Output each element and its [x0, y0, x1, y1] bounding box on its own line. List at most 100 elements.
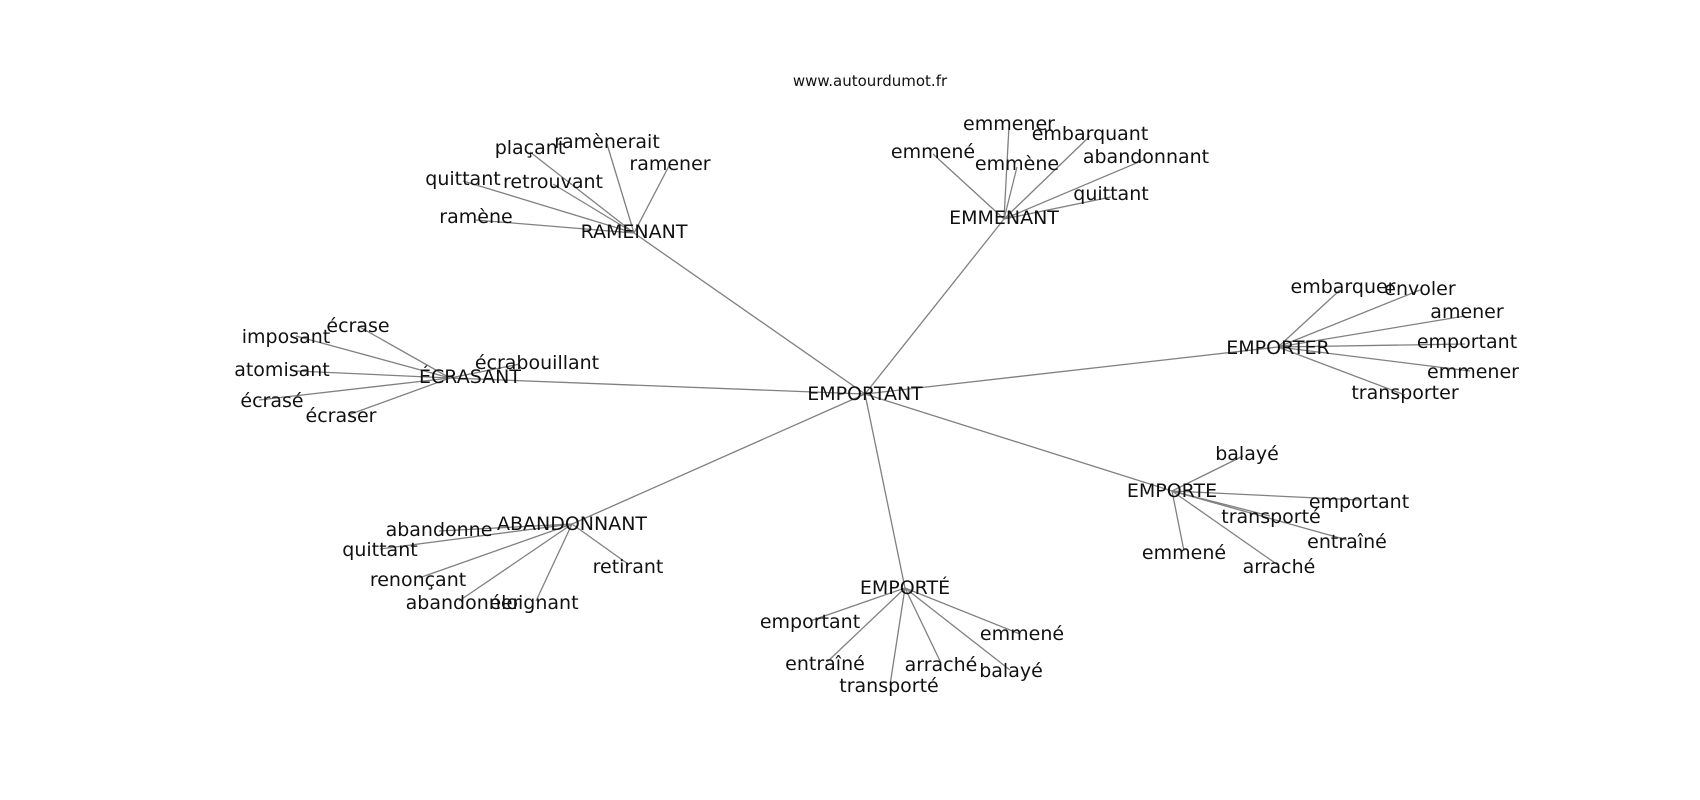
edge-hub-to-leaf — [552, 183, 635, 234]
site-title: www.autourdumot.fr — [792, 72, 948, 90]
edge-center-to-hub — [864, 393, 906, 589]
edge-hub-to-leaf — [1277, 346, 1406, 396]
leaf-node-label[interactable]: amener — [1430, 301, 1504, 323]
leaf-node-label[interactable]: éloignant — [489, 592, 578, 614]
leaf-node-label[interactable]: embarquant — [1032, 123, 1149, 145]
leaf-node-label[interactable]: emmené — [1142, 542, 1226, 564]
edge-hub-to-leaf — [1171, 490, 1279, 566]
edge-hub-to-leaf — [357, 325, 451, 379]
hub-node-label[interactable]: EMPORTER — [1226, 337, 1329, 359]
edge-center-to-hub — [571, 393, 866, 525]
edge-hub-to-leaf — [1277, 343, 1466, 348]
leaf-node-label[interactable]: écraser — [306, 405, 377, 427]
edge-hub-to-leaf — [1171, 490, 1348, 541]
leaf-node-label[interactable]: emmené — [980, 623, 1064, 645]
leaf-node-label[interactable]: plaçant — [495, 137, 566, 159]
edge-hub-to-leaf — [809, 587, 906, 622]
edge-hub-to-leaf — [258, 377, 451, 401]
edge-hub-to-leaf — [475, 219, 635, 234]
leaf-node-label[interactable]: quittant — [342, 539, 417, 561]
hub-node-label[interactable]: ÉCRASANT — [419, 365, 521, 388]
center-node-label[interactable]: EMPORTANT — [807, 383, 923, 405]
leaf-node-label[interactable]: envoler — [1384, 278, 1456, 300]
edge-hub-to-leaf — [379, 523, 573, 550]
edge-hub-to-leaf — [458, 523, 573, 602]
leaf-node-label[interactable]: quittant — [425, 168, 500, 190]
edge-center-to-hub — [864, 346, 1279, 395]
leaf-node-label[interactable]: emmener — [1427, 361, 1519, 383]
leaf-node-label[interactable]: emportant — [1309, 491, 1409, 513]
edge-hub-to-leaf — [1277, 346, 1471, 372]
leaf-node-label[interactable]: ramène — [439, 206, 512, 228]
edge-center-to-hub — [449, 377, 866, 395]
hub-node-label[interactable]: EMPORTÉ — [860, 576, 950, 599]
edge-hub-to-leaf — [826, 587, 906, 663]
edge-hub-to-leaf — [1003, 158, 1147, 220]
edge-hub-to-leaf — [1003, 196, 1112, 220]
edge-hub-to-leaf — [1003, 166, 1018, 220]
leaf-node-label[interactable]: arraché — [905, 654, 978, 676]
edge-hub-to-leaf — [1171, 455, 1244, 492]
hub-node-label[interactable]: ABANDONNANT — [497, 513, 647, 535]
edge-hub-to-leaf — [449, 363, 521, 379]
leaf-node-label[interactable]: embarquer — [1291, 276, 1396, 298]
edge-hub-to-leaf — [295, 335, 451, 379]
leaf-node-label[interactable]: renonçant — [370, 569, 466, 591]
edge-hub-to-leaf — [1003, 135, 1091, 220]
leaf-node-label[interactable]: balayé — [979, 660, 1043, 682]
leaf-node-label[interactable]: transporter — [1351, 382, 1458, 404]
edge-hub-to-leaf — [1277, 315, 1466, 348]
leaf-node-label[interactable]: atomisant — [234, 359, 330, 381]
leaf-node-label[interactable]: balayé — [1215, 443, 1279, 465]
edge-hub-to-leaf — [1277, 289, 1421, 348]
leaf-node-label[interactable]: abandonnant — [1083, 146, 1209, 168]
edge-center-to-hub — [633, 232, 866, 395]
leaf-node-label[interactable]: entraîné — [1307, 531, 1387, 553]
edge-hub-to-leaf — [535, 523, 573, 602]
leaf-node-label[interactable]: imposant — [242, 326, 331, 348]
leaf-node-label[interactable]: arraché — [1243, 556, 1316, 578]
edge-hub-to-leaf — [529, 151, 635, 234]
leaf-node-label[interactable]: retrouvant — [503, 171, 603, 193]
edge-hub-to-leaf — [571, 523, 629, 565]
leaf-node-label[interactable]: abandonner — [406, 592, 521, 614]
edge-hub-to-leaf — [1277, 289, 1341, 348]
edge-hub-to-leaf — [295, 370, 451, 379]
edge-hub-to-leaf — [1171, 490, 1185, 552]
edge-layer — [258, 125, 1471, 686]
edge-hub-to-leaf — [606, 143, 635, 234]
edge-center-to-hub — [864, 218, 1005, 395]
hub-node-label[interactable]: RAMENANT — [581, 221, 688, 243]
leaf-node-label[interactable]: quittant — [1073, 183, 1148, 205]
edge-hub-to-leaf — [418, 523, 573, 579]
leaf-node-label[interactable]: écrasé — [240, 390, 303, 412]
edge-hub-to-leaf — [1003, 125, 1010, 220]
leaf-node-label[interactable]: entraîné — [785, 653, 865, 675]
leaf-node-label[interactable]: transporté — [839, 675, 938, 697]
leaf-node-label[interactable]: emmené — [891, 141, 975, 163]
edge-hub-to-leaf — [438, 523, 573, 532]
leaf-node-label[interactable]: retirant — [593, 556, 664, 578]
leaf-node-label[interactable]: emmène — [975, 153, 1059, 175]
edge-hub-to-leaf — [904, 587, 1011, 671]
leaf-node-label[interactable]: ramènerait — [554, 131, 660, 153]
edge-hub-to-leaf — [904, 587, 1021, 635]
edge-hub-to-leaf — [1171, 490, 1360, 501]
edge-hub-to-leaf — [633, 163, 671, 234]
edge-hub-to-leaf — [889, 587, 906, 686]
edge-hub-to-leaf — [904, 587, 942, 664]
leaf-node-label[interactable]: emportant — [760, 611, 860, 633]
hub-node-label[interactable]: EMPORTE — [1127, 480, 1217, 502]
leaf-node-label[interactable]: emportant — [1417, 331, 1517, 353]
edge-hub-to-leaf — [347, 377, 451, 416]
leaf-node-label[interactable]: écrabouillant — [475, 352, 599, 374]
leaf-node-label[interactable]: emmener — [963, 113, 1055, 135]
label-layer: EMPORTANT RAMENANT plaçantramèneraitramene… — [234, 113, 1519, 697]
leaf-node-label[interactable]: transporté — [1221, 506, 1320, 528]
leaf-node-label[interactable]: abandonne — [386, 519, 493, 541]
hub-node-label[interactable]: EMMENANT — [949, 207, 1059, 229]
edge-hub-to-leaf — [462, 180, 635, 234]
leaf-node-label[interactable]: ramener — [629, 153, 710, 175]
leaf-node-label[interactable]: écrase — [326, 315, 389, 337]
